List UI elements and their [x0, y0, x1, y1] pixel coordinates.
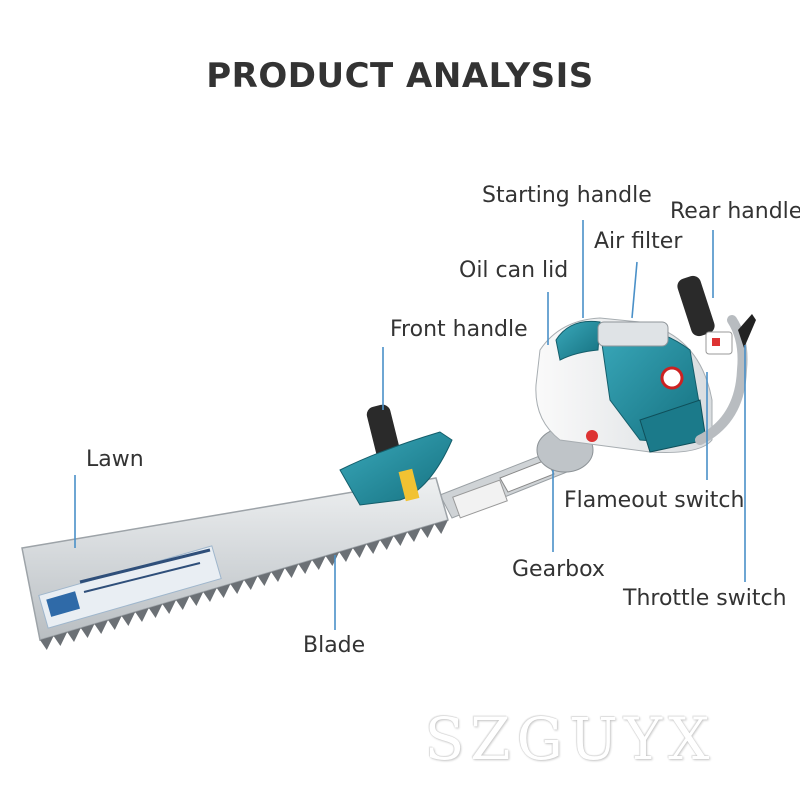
label-rear-handle: Rear handle: [670, 199, 800, 224]
label-starting-handle: Starting handle: [482, 183, 652, 208]
label-air-filter: Air filter: [594, 229, 683, 254]
blade: [21, 477, 449, 650]
label-flameout-switch: Flameout switch: [564, 488, 745, 513]
label-oil-can-lid: Oil can lid: [459, 258, 569, 283]
front-handle: [339, 404, 453, 506]
label-throttle-switch: Throttle switch: [623, 586, 787, 611]
label-gearbox: Gearbox: [512, 557, 605, 582]
label-lawn: Lawn: [86, 447, 144, 472]
leader-lines: [74, 220, 746, 630]
page-title: PRODUCT ANALYSIS: [206, 56, 594, 96]
label-front-handle: Front handle: [390, 317, 528, 342]
engine: [535, 317, 713, 453]
rear-handle: [677, 275, 756, 445]
watermark: SZGUYX: [424, 705, 716, 773]
label-blade: Blade: [303, 633, 366, 658]
